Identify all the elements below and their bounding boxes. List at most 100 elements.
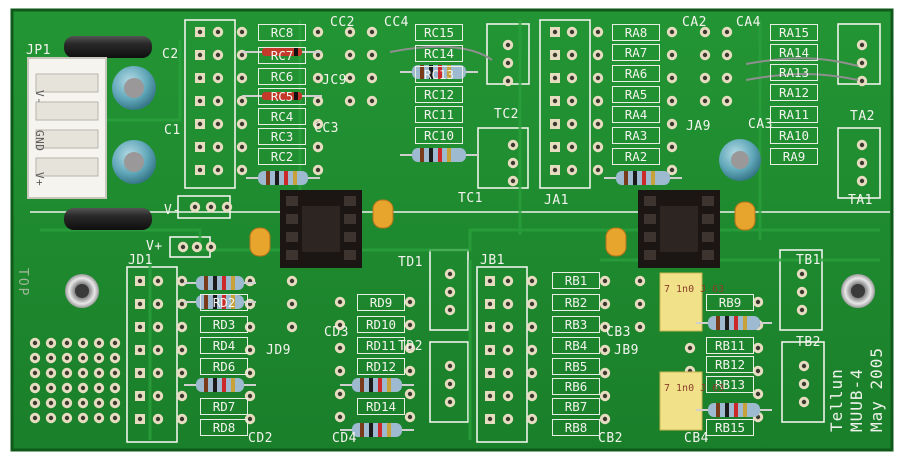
drill-hole — [347, 75, 353, 81]
drill-hole — [247, 393, 253, 399]
resistor-band — [734, 316, 738, 330]
resistor-band — [734, 403, 738, 417]
socket-pin — [644, 232, 656, 242]
drill-hole — [669, 29, 675, 35]
drill-hole — [197, 75, 203, 81]
drill-hole — [595, 98, 601, 104]
resistor-band — [213, 378, 217, 392]
drill-hole — [315, 98, 321, 104]
drill-hole — [179, 301, 185, 307]
drill-hole — [179, 347, 185, 353]
drill-hole — [239, 167, 245, 173]
socket-pin — [344, 232, 356, 242]
resistor-band — [420, 148, 424, 162]
resistor — [352, 423, 402, 437]
resistor — [196, 378, 244, 392]
resistor-band — [204, 378, 208, 392]
drill-hole — [487, 347, 493, 353]
trimmer-outline-tc1 — [477, 127, 529, 189]
drill-hole — [32, 355, 38, 361]
drill-hole — [407, 368, 413, 374]
drill-hole — [192, 204, 198, 210]
drill-hole — [801, 399, 807, 405]
drill-hole — [724, 98, 730, 104]
drill-hole — [407, 322, 413, 328]
resistor-band — [222, 276, 226, 290]
drill-hole — [197, 167, 203, 173]
drill-hole — [32, 370, 38, 376]
header-box-middle-top — [539, 19, 591, 189]
drill-hole — [487, 324, 493, 330]
drill-hole — [799, 307, 805, 313]
resistor-band — [743, 403, 747, 417]
drill-hole — [529, 301, 535, 307]
resistor-band — [387, 378, 391, 392]
drill-hole — [347, 52, 353, 58]
drill-hole — [529, 278, 535, 284]
drill-hole — [487, 393, 493, 399]
drill-hole — [80, 340, 86, 346]
drill-hole — [32, 415, 38, 421]
drill-hole — [137, 370, 143, 376]
drill-hole — [215, 144, 221, 150]
drill-hole — [801, 363, 807, 369]
drill-hole — [529, 416, 535, 422]
drill-hole — [194, 244, 200, 250]
drill-hole — [505, 60, 511, 66]
drill-hole — [447, 271, 453, 277]
drill-hole — [215, 98, 221, 104]
drill-hole — [407, 391, 413, 397]
drill-hole — [755, 391, 761, 397]
drill-hole — [602, 370, 608, 376]
drill-hole — [48, 385, 54, 391]
drill-hole — [48, 415, 54, 421]
drill-hole — [602, 278, 608, 284]
tantalum-capacitor — [734, 201, 756, 231]
drill-hole — [505, 347, 511, 353]
drill-hole — [96, 385, 102, 391]
drill-hole — [669, 75, 675, 81]
drill-hole — [239, 52, 245, 58]
socket-pin — [344, 196, 356, 206]
resistor-band — [293, 171, 297, 185]
drill-hole — [112, 385, 118, 391]
drill-hole — [595, 167, 601, 173]
header-box-left-top — [184, 19, 236, 189]
resistor — [196, 276, 244, 290]
drill-hole — [529, 393, 535, 399]
drill-hole — [487, 416, 493, 422]
drill-hole — [505, 42, 511, 48]
header-box-middle-bottom — [476, 266, 528, 443]
drill-hole — [602, 416, 608, 422]
resistor-band — [447, 148, 451, 162]
drill-hole — [755, 299, 761, 305]
drill-hole — [669, 167, 675, 173]
drill-hole — [669, 121, 675, 127]
drill-hole — [337, 414, 343, 420]
drill-hole — [569, 121, 575, 127]
drill-hole — [724, 52, 730, 58]
film-capacitor — [659, 371, 703, 431]
resistor — [196, 295, 244, 309]
drill-hole — [64, 400, 70, 406]
drill-hole — [702, 98, 708, 104]
drill-hole — [137, 324, 143, 330]
resistor-band — [725, 316, 729, 330]
drill-hole — [48, 400, 54, 406]
drill-hole — [724, 29, 730, 35]
drill-hole — [215, 29, 221, 35]
socket-pin — [344, 214, 356, 224]
drill-hole — [859, 42, 865, 48]
diode — [262, 48, 302, 56]
drill-hole — [447, 289, 453, 295]
drill-hole — [180, 244, 186, 250]
resistor-band — [204, 295, 208, 309]
drill-hole — [569, 144, 575, 150]
drill-hole — [637, 278, 643, 284]
resistor-band — [420, 65, 424, 79]
connector-pin — [35, 73, 99, 93]
socket-pin — [286, 250, 298, 260]
ic-socket-center — [302, 206, 340, 252]
drill-hole — [48, 340, 54, 346]
drill-hole — [197, 29, 203, 35]
